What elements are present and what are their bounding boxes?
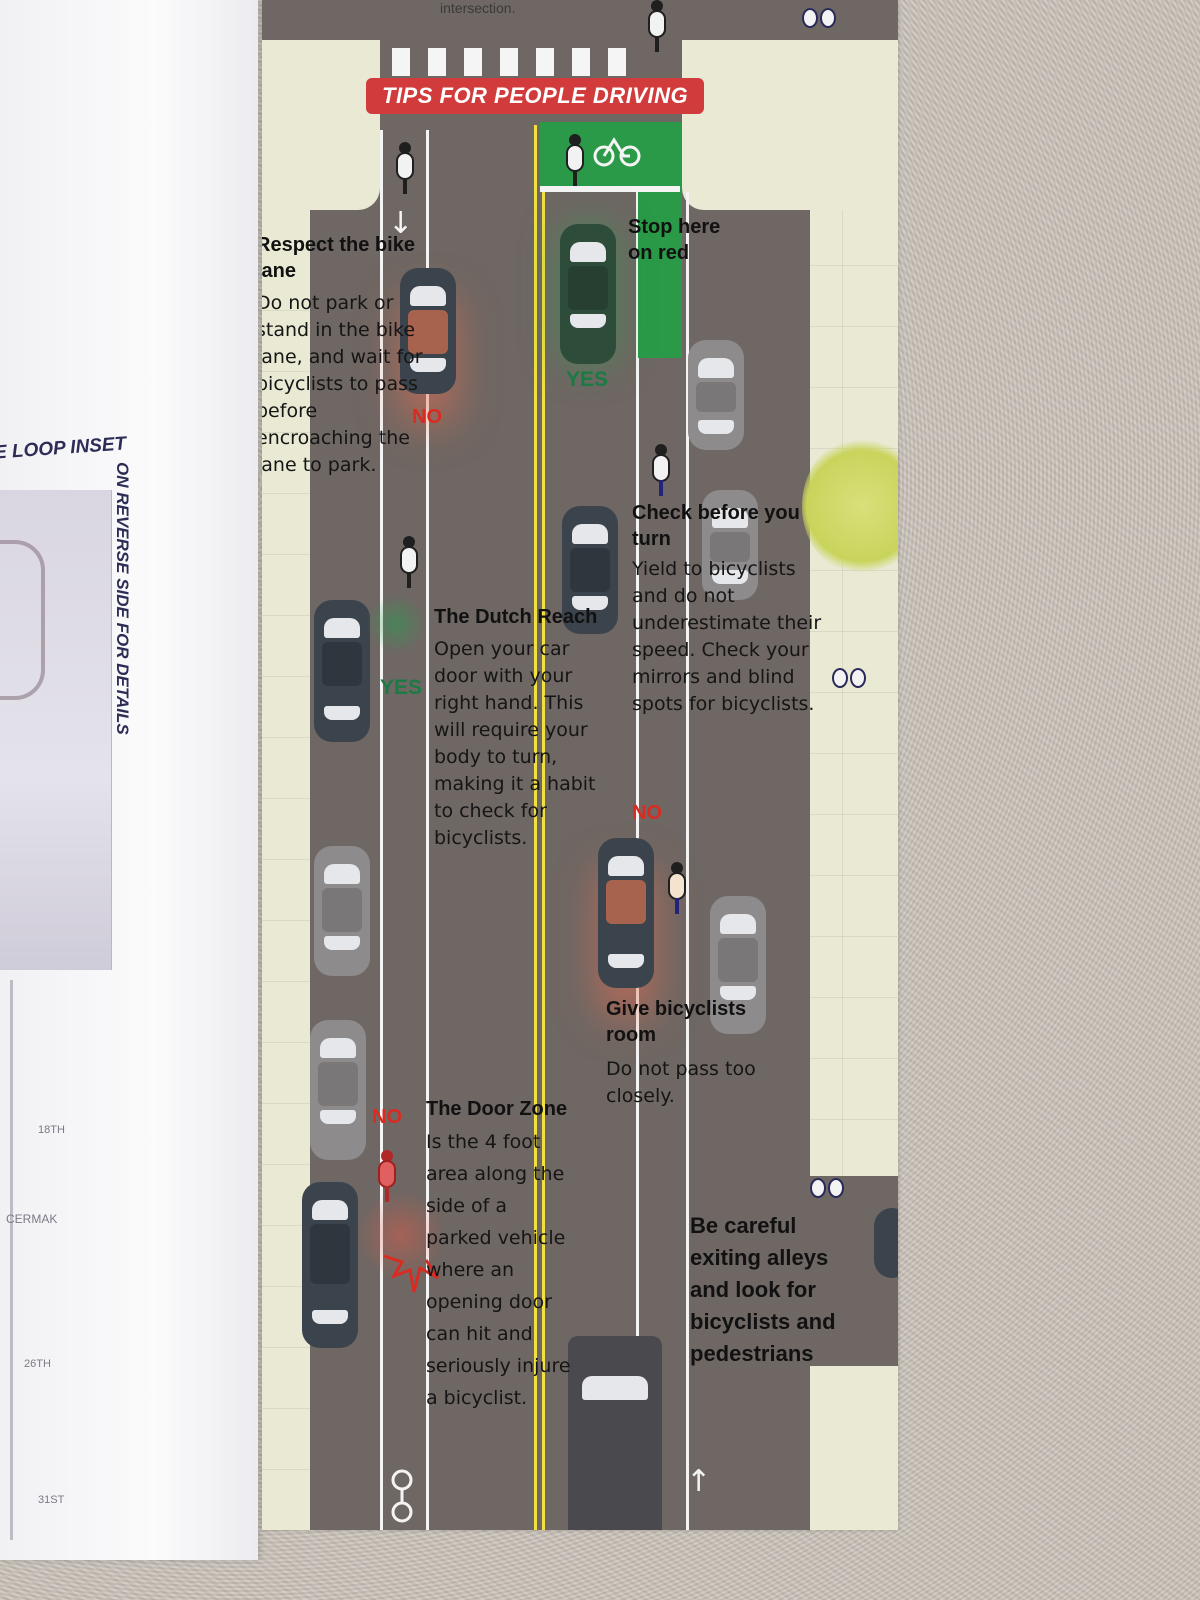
callout-text: Do not pass too closely. bbox=[606, 1058, 756, 1107]
callout-heading: Respect the bike lane bbox=[262, 234, 415, 282]
up-arrow-marking: ↑ bbox=[686, 1464, 712, 1499]
lane-line bbox=[380, 130, 383, 1530]
bike-box-symbol-icon bbox=[593, 137, 641, 167]
bicyclist-in-door-zone bbox=[374, 1150, 400, 1202]
bike-box bbox=[540, 122, 682, 188]
callout-heading: Check before you turn bbox=[632, 502, 800, 550]
green-bike-lane bbox=[638, 188, 682, 358]
inset-title: E LOOP INSET bbox=[0, 433, 127, 464]
map-panel: E LOOP INSET ON REVERSE SIDE FOR DETAILS… bbox=[0, 0, 258, 1560]
street-label: 31ST bbox=[38, 1494, 65, 1506]
bicyclist bbox=[648, 444, 674, 496]
inset-route-shape bbox=[0, 540, 45, 700]
no-mark: NO bbox=[372, 1106, 402, 1128]
map-road bbox=[10, 980, 13, 1540]
bicyclist-in-bike-box bbox=[562, 134, 588, 186]
inset-reverse-note: ON REVERSE SIDE FOR DETAILS bbox=[113, 462, 132, 735]
car-passing-too-close bbox=[598, 838, 654, 988]
street-label: 26TH bbox=[24, 1358, 51, 1370]
parked-car bbox=[702, 490, 758, 600]
corner-sidewalk bbox=[682, 40, 898, 210]
parked-car bbox=[314, 846, 370, 976]
street-diagram: intersection. TIPS FOR PEOPLE DRIVING ↓ … bbox=[262, 0, 898, 1530]
bicyclist bbox=[392, 142, 418, 194]
stop-bar bbox=[540, 186, 680, 192]
parked-car-door-zone bbox=[302, 1182, 358, 1348]
callout-text: Do not park or stand in the bike lane, a… bbox=[262, 292, 423, 476]
car-parking-in-bike-lane bbox=[400, 268, 456, 394]
no-mark: NO bbox=[632, 802, 662, 824]
pedestrians-icon bbox=[832, 666, 872, 692]
no-mark: NO bbox=[412, 406, 442, 428]
center-line bbox=[534, 125, 537, 1530]
callout-door-zone: The Door Zone Is the 4 foot area along t… bbox=[426, 1096, 576, 1414]
pedestrians-icon bbox=[802, 6, 842, 32]
callout-stop-on-red: Stop here on red bbox=[628, 214, 738, 266]
lane-line bbox=[426, 130, 429, 1530]
callout-heading: The Door Zone bbox=[426, 1098, 568, 1120]
callout-respect-bike-lane: Respect the bike lane Do not park or sta… bbox=[262, 232, 426, 479]
pedestrians-icon bbox=[810, 1176, 850, 1202]
callout-text: Is the 4 foot area along the side of a p… bbox=[426, 1131, 571, 1409]
callout-check-before-turn: Check before you turn Yield to bicyclist… bbox=[632, 500, 832, 718]
truck bbox=[568, 1336, 662, 1530]
down-arrow-marking: ↓ bbox=[388, 206, 414, 241]
crosswalk bbox=[392, 48, 642, 76]
inset-map bbox=[0, 490, 112, 970]
callout-text: Yield to bicyclists and do not underesti… bbox=[632, 558, 822, 715]
bicyclist bbox=[644, 0, 670, 52]
bicyclist-being-passed bbox=[664, 862, 690, 914]
callout-text: Open your car door with your right hand.… bbox=[434, 638, 596, 849]
tree bbox=[802, 436, 898, 576]
parked-car bbox=[310, 1020, 366, 1160]
parked-car bbox=[710, 896, 766, 1034]
yes-mark: YES bbox=[380, 676, 423, 699]
center-line bbox=[542, 125, 545, 1530]
street-label: 18TH bbox=[38, 1124, 65, 1136]
intersection-text: intersection. bbox=[440, 0, 516, 16]
callout-exiting-alleys: Be careful exiting alleys and look for b… bbox=[690, 1210, 860, 1370]
callout-heading: Give bicyclists room bbox=[606, 998, 747, 1046]
callout-heading: The Dutch Reach bbox=[434, 606, 598, 628]
lane-line bbox=[686, 192, 689, 1530]
bike-lane-symbol-icon bbox=[391, 1469, 413, 1523]
turning-car bbox=[562, 506, 618, 634]
corner-sidewalk bbox=[262, 40, 380, 210]
yes-mark: YES bbox=[566, 368, 609, 391]
banner-title: TIPS FOR PEOPLE DRIVING bbox=[366, 78, 705, 114]
car-in-alley bbox=[874, 1208, 898, 1278]
callout-dutch-reach: The Dutch Reach Open your car door with … bbox=[434, 604, 604, 852]
dutch-reach-glow bbox=[366, 594, 426, 654]
door-impact-burst bbox=[383, 1254, 440, 1293]
parked-car bbox=[688, 340, 744, 450]
callout-give-room: Give bicyclists room Do not pass too clo… bbox=[606, 996, 786, 1110]
bicyclist bbox=[396, 536, 422, 588]
callout-heading: Stop here on red bbox=[628, 216, 721, 264]
callout-heading: Be careful exiting alleys and look for b… bbox=[690, 1213, 836, 1366]
car-stopped-at-red bbox=[560, 224, 616, 364]
parked-car-dutch-reach bbox=[314, 600, 370, 742]
street-label: CERMAK bbox=[6, 1212, 58, 1226]
